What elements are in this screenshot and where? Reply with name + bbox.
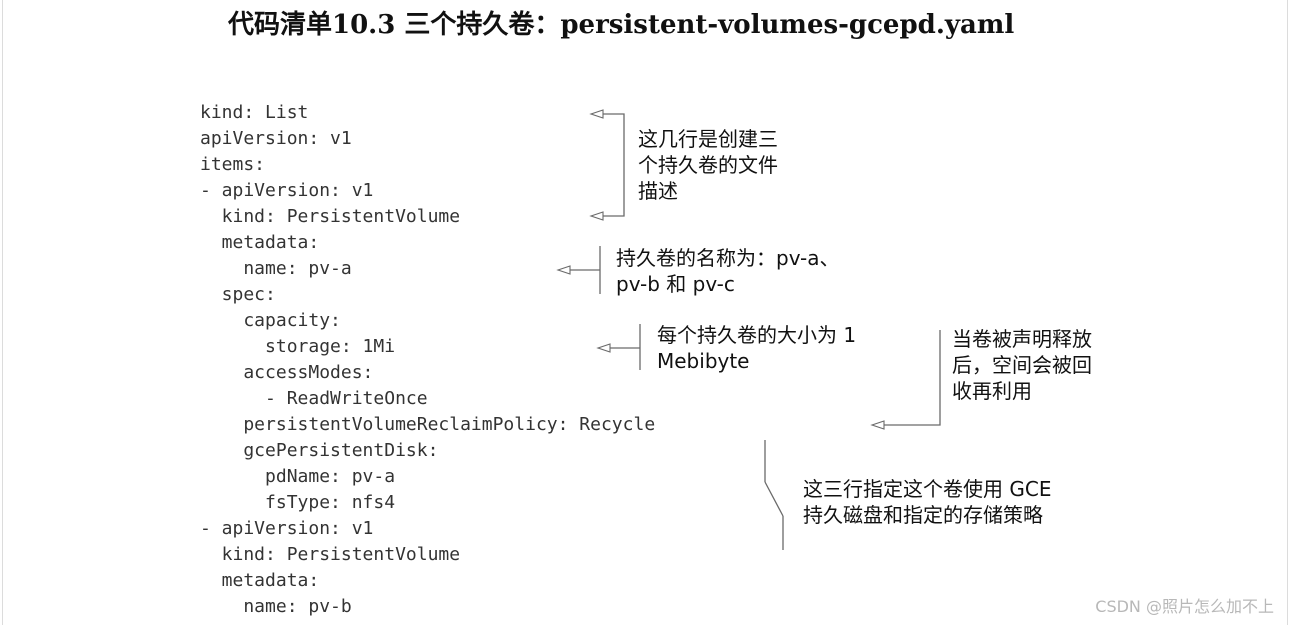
code-line: kind: PersistentVolume bbox=[200, 206, 461, 227]
code-line: name: pv-a bbox=[200, 258, 352, 279]
callout-volume-size-line bbox=[596, 324, 641, 370]
left-page-border bbox=[2, 0, 3, 625]
code-line: storage: 1Mi bbox=[200, 336, 396, 357]
csdn-watermark: CSDN @照片怎么加不上 bbox=[1095, 597, 1274, 616]
annotation-gce-disk: 这三行指定这个卷使用 GCE 持久磁盘和指定的存储策略 bbox=[803, 476, 1051, 528]
code-line: - apiVersion: v1 bbox=[200, 180, 374, 201]
code-line: capacity: bbox=[200, 310, 341, 331]
arrow-head-icon bbox=[556, 265, 571, 275]
callout-reclaim-policy-line bbox=[870, 330, 941, 430]
code-line: metadata: bbox=[200, 232, 320, 253]
annotation-line: 后，空间会被回 bbox=[952, 353, 1092, 377]
annotation-line: 当卷被声明释放 bbox=[952, 327, 1092, 351]
right-page-border bbox=[1287, 0, 1288, 625]
annotation-reclaim-policy: 当卷被声明释放 后，空间会被回 收再利用 bbox=[952, 326, 1092, 404]
code-line: fsType: nfs4 bbox=[200, 492, 396, 513]
code-line: apiVersion: v1 bbox=[200, 128, 352, 149]
annotation-line: 每个持久卷的大小为 1 bbox=[657, 323, 857, 347]
code-line: persistentVolumeReclaimPolicy: Recycle bbox=[200, 414, 656, 435]
code-line: name: pv-b bbox=[200, 596, 352, 617]
callout-volume-names-line bbox=[556, 246, 601, 294]
annotation-line: 收再利用 bbox=[952, 379, 1032, 403]
annotation-file-description: 这几行是创建三 个持久卷的文件 描述 bbox=[638, 126, 778, 204]
annotation-volume-names: 持久卷的名称为：pv-a、 pv-b 和 pv-c bbox=[616, 245, 839, 297]
callout-gce-disk-line bbox=[764, 440, 784, 550]
code-line: accessModes: bbox=[200, 362, 374, 383]
code-line: gcePersistentDisk: bbox=[200, 440, 439, 461]
annotation-line: 这几行是创建三 bbox=[638, 127, 778, 151]
callout-file-description-bracket bbox=[589, 109, 625, 221]
listing-title: 代码清单10.3 三个持久卷：persistent-volumes-gcepd.… bbox=[228, 10, 1015, 40]
annotation-volume-size: 每个持久卷的大小为 1 Mebibyte bbox=[657, 322, 856, 374]
code-line: metadata: bbox=[200, 570, 320, 591]
annotation-line: 持久磁盘和指定的存储策略 bbox=[803, 503, 1043, 527]
code-line: kind: List bbox=[200, 102, 309, 123]
code-line: spec: bbox=[200, 284, 276, 305]
annotation-line: 持久卷的名称为：pv-a、 bbox=[616, 246, 840, 270]
annotation-line: pv-b 和 pv-c bbox=[616, 272, 735, 296]
code-line: kind: PersistentVolume bbox=[200, 544, 461, 565]
arrow-head-icon bbox=[589, 211, 604, 221]
arrow-head-icon bbox=[596, 343, 611, 353]
annotation-line: Mebibyte bbox=[657, 349, 750, 373]
code-line: - ReadWriteOnce bbox=[200, 388, 428, 409]
code-line: items: bbox=[200, 154, 266, 175]
annotation-line: 个持久卷的文件 bbox=[638, 153, 778, 177]
code-line: pdName: pv-a bbox=[200, 466, 396, 487]
code-line: - apiVersion: v1 bbox=[200, 518, 374, 539]
annotation-line: 这三行指定这个卷使用 GCE bbox=[803, 477, 1052, 501]
arrow-head-icon bbox=[870, 420, 885, 430]
annotation-line: 描述 bbox=[638, 179, 678, 203]
arrow-head-icon bbox=[589, 109, 604, 119]
